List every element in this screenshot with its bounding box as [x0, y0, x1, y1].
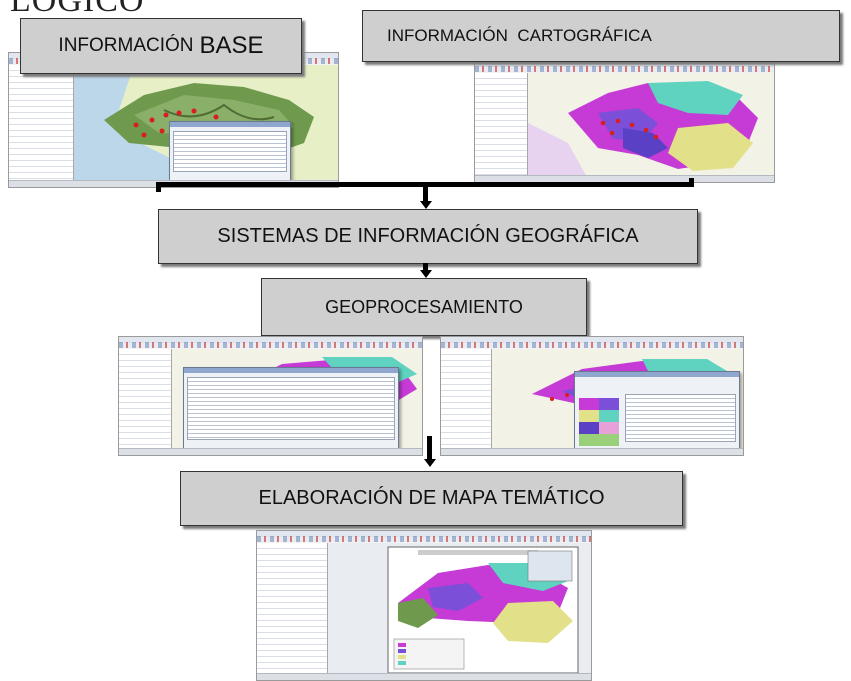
box-informacion-base-label-emphasis: BASE [199, 32, 264, 59]
box-geoprocesamiento-label: GEOPROCESAMIENTO [325, 296, 523, 317]
screenshot-informacion-cartografica [474, 60, 775, 183]
box-elaboracion-mapa-tematico: ELABORACIÓN DE MAPA TEMÁTICO [180, 471, 683, 526]
screenshot-geoproceso-tabla [118, 336, 423, 456]
connector-right-vertical [689, 178, 694, 187]
arrow-down-icon [423, 459, 436, 467]
box-geoprocesamiento: GEOPROCESAMIENTO [261, 278, 587, 336]
arrow-down-icon [419, 270, 432, 278]
box-informacion-base: INFORMACIÓN BASE [20, 18, 302, 74]
box-informacion-base-label: INFORMACIÓN [58, 35, 194, 56]
attribute-table-window [183, 367, 399, 453]
connector-left-vertical [156, 182, 161, 192]
box-sig-label: SISTEMAS DE INFORMACIÓN GEOGRÁFICA [217, 225, 639, 247]
thematic-map-colored [528, 73, 774, 179]
file-browser-dialog [169, 121, 291, 185]
connector-down-1-shaft [423, 182, 428, 202]
symbology-swatches [579, 398, 619, 446]
connector-down-3-shaft [427, 436, 432, 460]
page-heading: LÓGICO [10, 0, 145, 19]
screenshot-mapa-tematico [256, 530, 592, 681]
layout-view-final-map [328, 543, 591, 677]
box-sistemas-informacion-geografica: SISTEMAS DE INFORMACIÓN GEOGRÁFICA [158, 209, 698, 264]
box-elaboracion-label: ELABORACIÓN DE MAPA TEMÁTICO [258, 487, 605, 509]
layer-properties-dialog [574, 371, 740, 455]
box-informacion-cartografica: INFORMACIÓN CARTOGRÁFICA [362, 10, 840, 62]
screenshot-geoproceso-simbologia [440, 336, 744, 456]
arrow-down-icon [419, 201, 432, 209]
connector-down-2-shaft [423, 263, 428, 271]
box-informacion-cartografica-label: INFORMACIÓN CARTOGRÁFICA [387, 26, 652, 45]
